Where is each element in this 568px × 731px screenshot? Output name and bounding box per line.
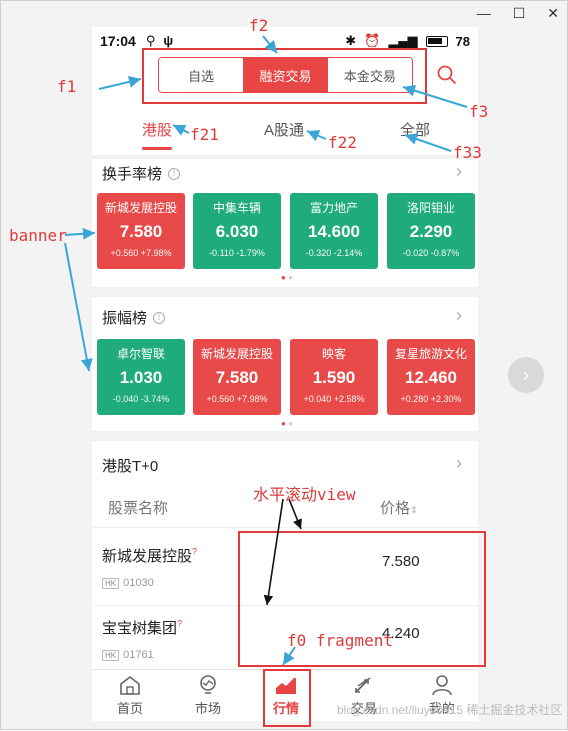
annotation-label: f22 [328, 133, 357, 152]
battery-level: 78 [455, 33, 470, 49]
divider [92, 605, 478, 606]
stock-price: 7.580 [382, 553, 420, 570]
section-title: 港股T+0 [102, 458, 159, 475]
turnover-ranking-card: 换手率榜 ! › 新城发展控股 7.580 +0.560 +7.98% 中集车辆… [92, 159, 478, 287]
tab-mine[interactable]: 我的 [412, 674, 472, 717]
stock-tile[interactable]: 富力地产 14.600 -0.320 -2.14% [290, 193, 378, 269]
stock-code: 01761 [123, 649, 154, 661]
annotation-label: banner [9, 226, 67, 245]
stock-tile[interactable]: 中集车辆 6.030 -0.110 -1.79% [193, 193, 281, 269]
tab-quotes[interactable]: 行情 [256, 674, 316, 717]
annotation-label: f33 [453, 143, 482, 162]
market-badge: HK [102, 650, 120, 661]
segment-margin-trading[interactable]: 融资交易 [243, 58, 328, 92]
status-bar: 17:04 ⚲ ψ ✱ ⏰ ▂▄▆ 78 [92, 27, 478, 55]
annotation-box-f0 [263, 669, 311, 727]
amplitude-ranking-card: 振幅榜 ! › 卓尔智联 1.030 -0.040 -3.74% 新城发展控股 … [92, 297, 478, 431]
annotation-label: f3 [469, 102, 489, 121]
pager-dots: ● ● [281, 419, 293, 428]
market-badge: HK [102, 578, 120, 589]
annotation-label: f0 fragment [287, 631, 393, 650]
tip-icon: ? [192, 546, 198, 557]
pager-dots: ● ● [281, 273, 293, 282]
market-subtabs: 港股 A股通 全部 [92, 111, 478, 155]
stock-name: 宝宝树集团 [102, 620, 178, 637]
user-icon [432, 675, 452, 696]
signal-icon: ▂▄▆ [388, 33, 418, 48]
tip-icon: ? [177, 618, 183, 629]
sort-icon: ⇕ [410, 505, 418, 515]
minimize-icon[interactable]: — [476, 5, 491, 21]
phone-screen: 17:04 ⚲ ψ ✱ ⏰ ▂▄▆ 78 自选 融资交易 本金交易 [92, 27, 478, 721]
battery-icon [425, 35, 448, 47]
tab-a-share-connect[interactable]: A股通 [264, 122, 305, 139]
annotation-label: 水平滚动view [253, 485, 356, 504]
bluetooth-icon: ✱ [345, 33, 357, 48]
stock-price: 4.240 [382, 625, 420, 642]
watermark: blog.csdn.net/liuyu0915 稀土掘金技术社区 [337, 703, 563, 717]
stock-tile[interactable]: 映客 1.590 +0.040 +2.58% [290, 339, 378, 415]
tab-hk-stocks[interactable]: 港股 [142, 122, 173, 139]
section-title: 振幅榜 [102, 310, 148, 327]
chart-icon [276, 678, 296, 694]
stock-code: 01030 [123, 577, 154, 589]
next-arrow-button[interactable]: › [508, 357, 544, 393]
usb-debug-icon: ψ [163, 33, 174, 48]
section-title: 换手率榜 [102, 166, 163, 183]
chevron-right-icon[interactable]: › [456, 453, 462, 473]
stock-tile[interactable]: 洛阳钼业 2.290 -0.020 -0.87% [387, 193, 475, 269]
bulb-icon [200, 675, 216, 694]
chevron-right-icon[interactable]: › [456, 305, 462, 325]
home-icon [120, 675, 140, 695]
divider [92, 527, 478, 528]
annotation-box-f1 [142, 48, 427, 104]
segment-principal-trading[interactable]: 本金交易 [327, 58, 412, 92]
alarm-icon: ⏰ [364, 33, 381, 48]
tab-home[interactable]: 首页 [100, 674, 160, 717]
stock-tile[interactable]: 新城发展控股 7.580 +0.560 +7.98% [193, 339, 281, 415]
stock-tile[interactable]: 卓尔智联 1.030 -0.040 -3.74% [97, 339, 185, 415]
tab-trade[interactable]: 交易 [334, 674, 394, 717]
info-icon[interactable]: ! [153, 311, 166, 324]
search-icon[interactable] [437, 65, 457, 85]
stock-tile[interactable]: 新城发展控股 7.580 +0.560 +7.98% [97, 193, 185, 269]
annotation-box-hscroll [238, 531, 486, 667]
chevron-right-icon[interactable]: › [456, 161, 462, 181]
stock-name: 新城发展控股 [102, 548, 193, 565]
segmented-control: 自选 融资交易 本金交易 [158, 57, 413, 93]
maximize-icon[interactable]: ☐ [512, 5, 526, 21]
window-controls: — ☐ ✕ [477, 5, 559, 22]
annotation-label: f2 [249, 16, 269, 35]
column-header-name: 股票名称 [108, 500, 169, 517]
annotation-label: f21 [190, 125, 219, 144]
stock-tile[interactable]: 复星旅游文化 12.460 +0.280 +2.30% [387, 339, 475, 415]
status-time: 17:04 [100, 33, 136, 49]
usb-icon: ⚲ [145, 33, 156, 48]
segment-watchlist[interactable]: 自选 [159, 58, 244, 92]
tab-market[interactable]: 市场 [178, 674, 238, 717]
active-tab-indicator [142, 147, 172, 150]
close-icon[interactable]: ✕ [547, 5, 559, 21]
column-header-price[interactable]: 价格⇕ [380, 500, 418, 517]
annotation-label: f1 [57, 77, 77, 96]
trade-icon [355, 677, 371, 693]
info-icon[interactable]: ! [168, 167, 181, 180]
